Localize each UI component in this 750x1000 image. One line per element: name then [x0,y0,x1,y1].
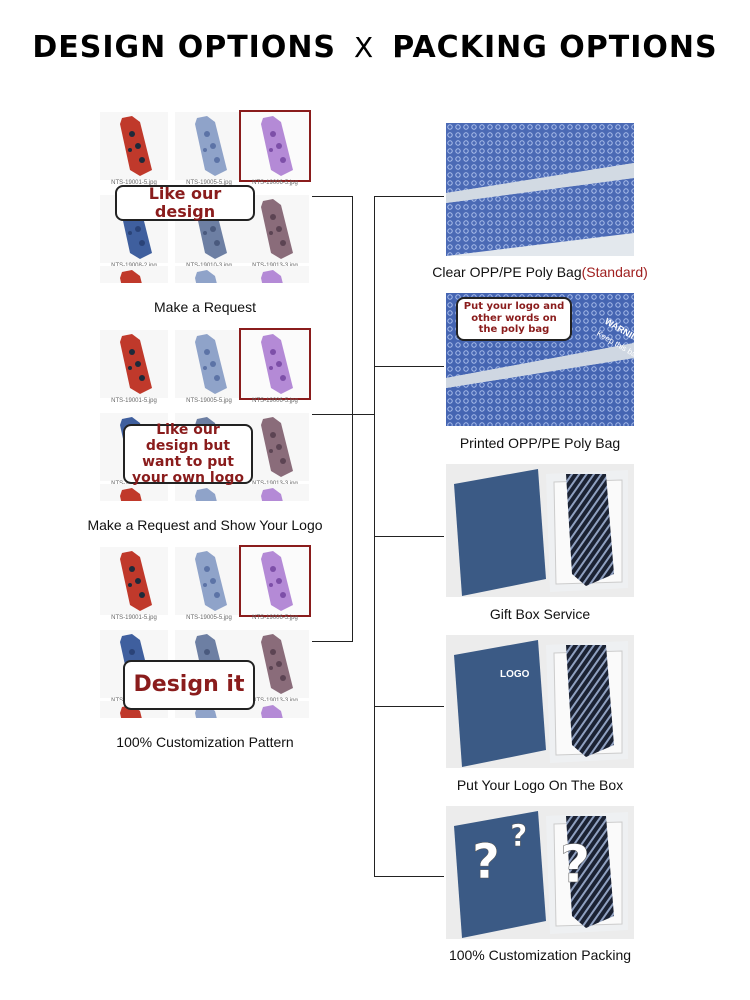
title-right: PACKING OPTIONS [392,30,718,65]
tie-thumbnail [175,266,243,283]
connector-2 [312,414,375,415]
tie-thumbnail [175,484,243,501]
connector-1 [312,196,353,197]
tie-thumbnail [175,112,243,180]
connector-3 [312,641,353,642]
pack-image-logo-box: LOGO [446,635,634,768]
thumbnail-filename: NTS-19006-5.jpg [252,615,298,621]
thumbnail-filename: NTS-19006-5.jpg [252,398,298,404]
tie-thumbnail [241,484,309,501]
branch-3 [374,536,444,537]
design-block-1: NTS-19001-5.jpg NTS-19005-5.jpg NTS-19006-… [95,108,315,283]
design-block-2: NTS-19001-5.jpg NTS-19005-5.jpg NTS-19006-… [95,326,315,501]
page-title: DESIGN OPTIONS X PACKING OPTIONS [0,30,750,65]
design-caption-2: Make a Request and Show Your Logo [87,517,323,533]
question-mark-3: ? [560,835,590,895]
pack-image-gift-box [446,464,634,597]
tie-thumbnail [100,547,168,615]
tie-thumbnail [100,266,168,283]
question-mark-2: ? [510,819,527,854]
tie-thumbnail [100,330,168,398]
pack-caption-5: 100% Customization Packing [448,947,632,963]
standard-label: (Standard) [581,264,648,280]
selected-tie-thumbnail [239,545,311,617]
pack-caption-4: Put Your Logo On The Box [456,777,624,793]
pack-caption-3: Gift Box Service [489,606,591,622]
design-caption-1: Make a Request [154,299,256,315]
design-caption-3: 100% Customization Pattern [116,734,294,750]
tie-thumbnail [100,484,168,501]
title-left: DESIGN OPTIONS [32,30,337,65]
box-logo-text: LOGO [500,669,530,680]
selected-tie-thumbnail [239,328,311,400]
thumbnail-filename: NTS-19001-5.jpg [111,398,157,404]
pack-caption-2: Printed OPP/PE Poly Bag [459,435,621,451]
question-mark-1: ? [472,834,500,890]
poly-bag-callout: Put your logo and other words on the pol… [456,297,572,341]
branch-1 [374,196,444,197]
design-bubble-2: Like our design but want to put your own… [123,422,253,486]
branch-2 [374,366,444,367]
thumbnail-filename: NTS-19005-5.jpg [186,615,232,621]
title-x: X [354,31,375,64]
pack-image-custom-box: ? ? ? [446,806,634,939]
thumbnail-filename: NTS-19005-5.jpg [186,180,232,186]
pack-caption-1-text: Clear OPP/PE Poly Bag [432,264,582,280]
thumbnail-filename: NTS-19005-5.jpg [186,398,232,404]
design-block-3: NTS-19001-5.jpg NTS-19005-5.jpg NTS-19006-… [95,543,315,718]
connector-vertical-left [352,196,353,642]
thumbnail-filename: NTS-19001-5.jpg [111,615,157,621]
tie-thumbnail [175,330,243,398]
thumbnail-filename: NTS-19006-5.jpg [252,180,298,186]
branch-4 [374,706,444,707]
pack-caption-1: Clear OPP/PE Poly Bag(Standard) [400,264,680,280]
tie-thumbnail [241,266,309,283]
design-bubble-3: Design it [123,660,255,710]
tie-thumbnail [241,701,309,718]
thumbnail-filename: NTS-19001-5.jpg [111,180,157,186]
branch-5 [374,876,444,877]
tie-thumbnail [175,547,243,615]
pack-image-printed-bag: WARNING Keep this bag Put your logo and … [446,293,634,426]
selected-tie-thumbnail [239,110,311,182]
pack-image-clear-bag [446,123,634,256]
design-bubble-1: Like our design [115,184,255,221]
tie-thumbnail [100,112,168,180]
